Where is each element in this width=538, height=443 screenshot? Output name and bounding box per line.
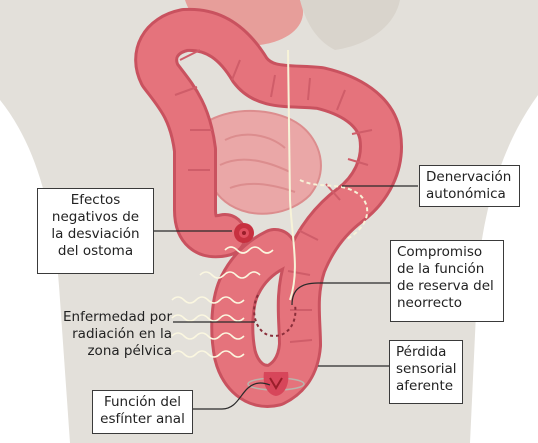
label-enfermedad: Enfermedad por radiación en la zona pélv… [22, 309, 172, 360]
label-compromiso: Compromiso de la función de reserva del … [390, 240, 504, 322]
label-efectos: Efectos negativos de la desviación del o… [37, 188, 154, 274]
label-perdida: Pérdida sensorial aferente [389, 340, 463, 404]
label-funcion: Función del esfínter anal [92, 390, 193, 434]
label-denervacion: Denervación autonómica [419, 165, 520, 207]
small-intestine [203, 111, 321, 214]
stoma-icon [234, 223, 254, 243]
